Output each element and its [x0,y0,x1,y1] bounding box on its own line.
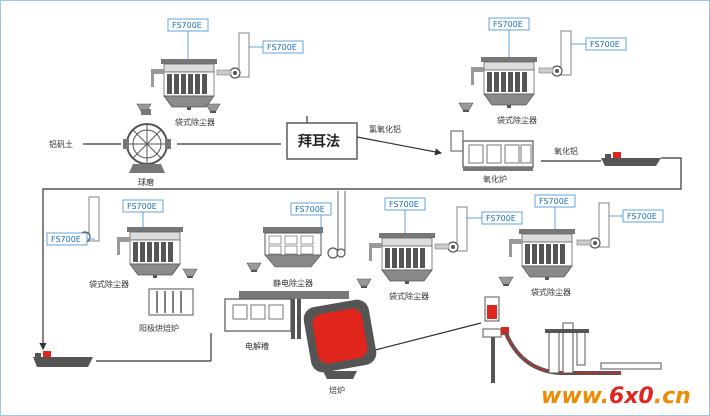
electrolytic-cell-label: 电解槽 [245,341,269,351]
calciner-label: 氧化炉 [483,174,507,184]
analyzer-tag: FS700E [384,197,426,211]
cargo-ship-icon [33,351,93,367]
analyzer-tag: FS700E [585,37,627,51]
svg-text:FS700E: FS700E [295,205,325,214]
svg-text:拜耳法: 拜耳法 [298,133,340,150]
analyzer-tag: FS700E [622,209,664,223]
bag-filter-1 [150,58,218,111]
bag-filter-label: 袋式除尘器 [89,279,129,289]
svg-text:FS700E: FS700E [627,212,657,221]
bag-filter-label: 袋式除尘器 [531,287,571,297]
alumina-label: 氧化铝 [554,146,578,156]
funnel-3 [182,268,198,279]
melting-furnace [303,299,377,379]
bag-filter-label: 袋式除尘器 [175,117,215,127]
melting-furnace-label: 焙炉 [329,385,345,395]
calciner [450,130,534,171]
stack-5 [576,202,610,249]
stack-1 [216,32,250,79]
svg-text:FS700E: FS700E [486,214,516,223]
bag-filter-3 [116,226,184,279]
funnel-4 [356,278,372,289]
electrostatic-precipitator [263,227,346,268]
funnel-esp [246,262,262,273]
funnel-1b [205,103,221,114]
funnel-5 [498,276,514,287]
analyzer-tag: FS700E [290,202,332,216]
analyzer-tag: FS700E [122,199,164,213]
svg-text:FS700E: FS700E [172,21,202,30]
watermark: www.6x0.cn [541,384,691,409]
flow-lines [39,116,682,362]
anode-baking-furnace [148,288,194,316]
ball-mill [123,109,171,173]
analyzer-tag: FS700E [534,194,576,208]
svg-text:FS700E: FS700E [590,40,620,49]
svg-text:FS700E: FS700E [389,200,419,209]
analyzer-tag: FS700E [481,211,523,225]
ball-mill-label: 球磨 [138,177,154,187]
bag-filter-label: 袋式除尘器 [389,291,429,301]
svg-text:www.6x0.cn: www.6x0.cn [541,384,691,409]
svg-text:FS700E: FS700E [493,20,523,29]
svg-text:FS700E: FS700E [267,43,297,52]
svg-text:FS700E: FS700E [127,202,157,211]
esp-label: 静电除尘器 [273,278,313,288]
bag-filter-2 [470,56,538,109]
casting-line [482,296,662,383]
analyzer-tag: FS700E [488,17,530,31]
aluminum-hydroxide-label: 氯氧化铝 [369,124,401,134]
bayer-process-box: 拜耳法 [286,122,358,160]
bag-filter-4 [368,232,436,285]
analyzer-tag: FS700E [167,18,209,32]
svg-text:FS700E: FS700E [51,235,81,244]
cargo-ship-icon [601,152,661,166]
anode-baking-label: 阳极烘焙炉 [139,323,179,333]
alumina-ore-label: 铝矾土 [49,139,73,149]
bag-filter-label: 袋式除尘器 [497,115,537,125]
stack-4 [434,206,468,253]
stack-2 [538,30,572,77]
analyzer-tag: FS700E [262,40,304,54]
electrolytic-cell [224,291,349,339]
analyzer-tag: FS700E [46,232,88,246]
svg-text:FS700E: FS700E [539,197,569,206]
bag-filter-5 [508,228,576,281]
funnel-2 [458,102,474,113]
